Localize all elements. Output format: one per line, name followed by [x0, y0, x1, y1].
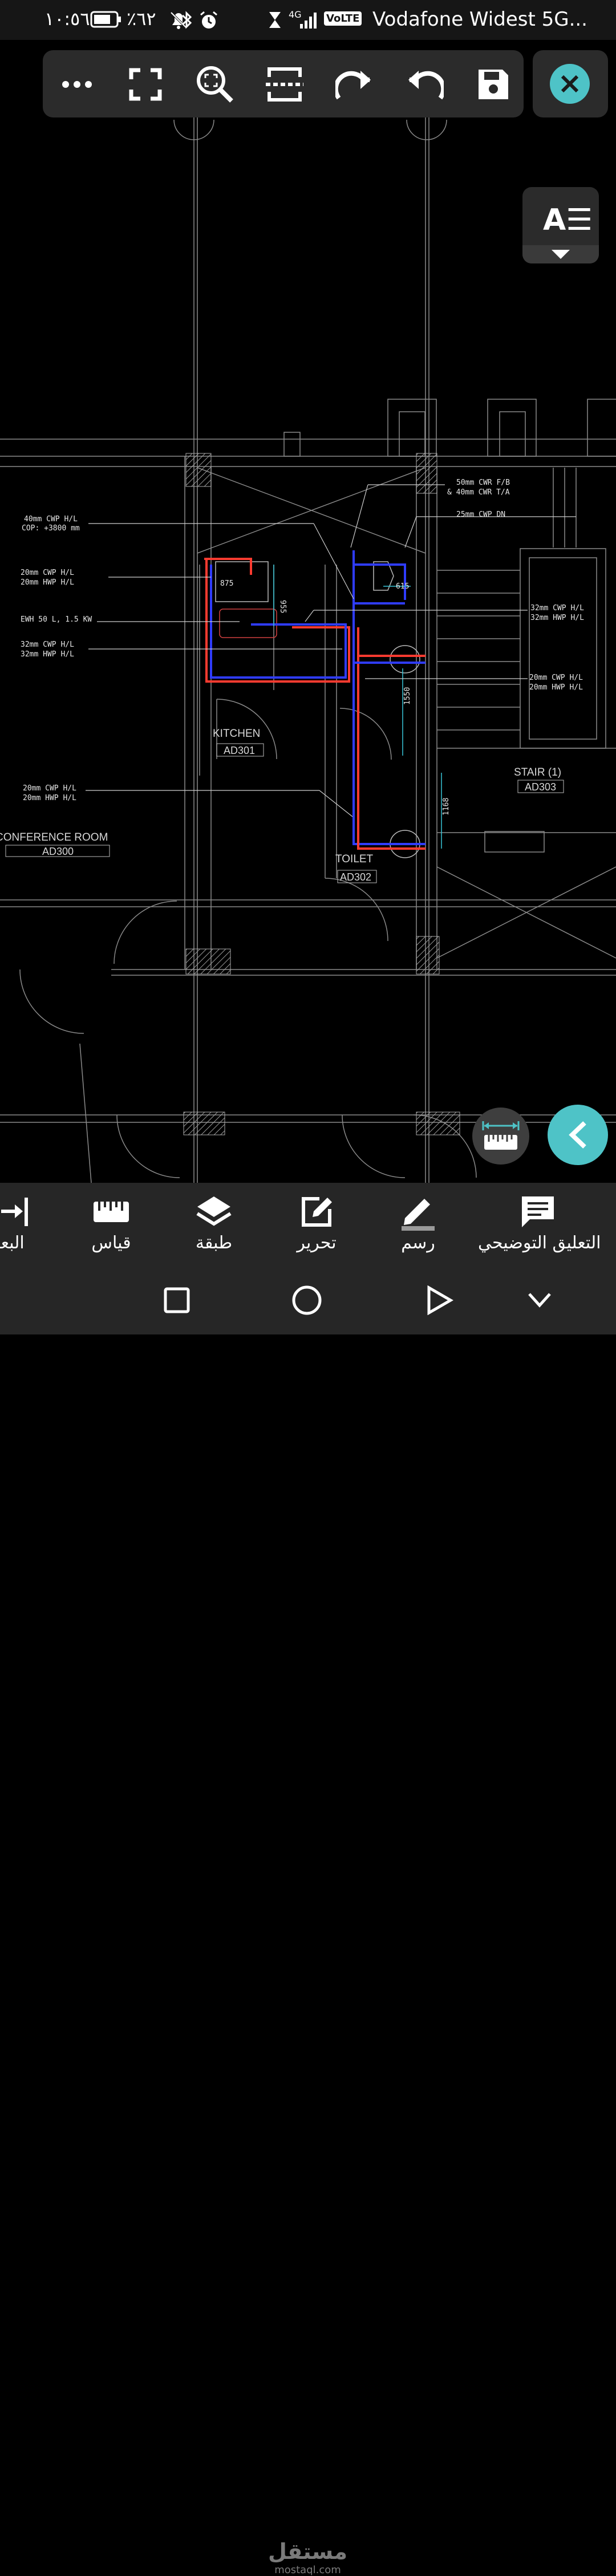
dimension-icon [1, 1198, 28, 1226]
annotation-text: 32mm HWP H/L [530, 614, 584, 622]
text-format-icon: A☰ [543, 203, 593, 237]
top-toolbar [43, 50, 524, 117]
tool-label: تحرير [297, 1233, 337, 1253]
annotation-text: 32mm HWP H/L [21, 650, 74, 659]
status-bar: ١٠:٥٦ ٪٦٢ 4G VoLTE Vodafone Widest 5G... [0, 0, 616, 40]
pipes [204, 550, 425, 850]
circle-icon [292, 1285, 322, 1315]
collapse-fab[interactable] [548, 1105, 608, 1165]
annotation-text: 40mm CWP H/L [24, 515, 78, 524]
undo-icon[interactable] [401, 62, 447, 107]
annotations: 50mm CWR F/B & 40mm CWR T/A 25mm CWP DN … [21, 478, 584, 816]
room-code: AD300 [42, 846, 74, 857]
signal-icon [299, 10, 319, 32]
room-code: AD302 [340, 871, 371, 883]
fixtures [215, 561, 420, 858]
annotation-text: 50mm CWR F/B [456, 478, 510, 487]
tool-label: التعليق التوضيحي [478, 1233, 601, 1253]
annotation-text: 20mm CWP H/L [23, 784, 76, 793]
tool-layer[interactable]: طبقة [177, 1194, 251, 1263]
close-panel [533, 50, 608, 117]
volte-badge: VoLTE [324, 11, 362, 26]
annotation-text: 20mm CWP H/L [529, 674, 583, 682]
tool-dimension[interactable]: البعد [0, 1194, 38, 1263]
system-nav-bar: مستقل mostaql.com [0, 1266, 616, 2576]
tool-draw[interactable]: رسم [381, 1194, 455, 1263]
room-code: AD303 [525, 781, 556, 793]
annotation-text: COP: +3800 mm [22, 524, 80, 533]
hourglass-icon [267, 10, 283, 32]
chevron-down-icon [528, 1293, 551, 1308]
edit-icon [302, 1197, 332, 1227]
mute-bell-icon [169, 10, 188, 32]
network-type: 4G [289, 9, 302, 20]
carrier-name: Vodafone Widest 5G... [372, 8, 587, 31]
status-time: ١٠:٥٦ [44, 8, 90, 30]
chevron-left-icon [569, 1121, 586, 1149]
hide-nav-button[interactable] [522, 1283, 557, 1317]
tool-edit[interactable]: تحرير [279, 1194, 354, 1263]
zoom-extents-icon[interactable] [192, 62, 238, 107]
battery-percent: ٪٦٢ [127, 8, 156, 30]
play-triangle-icon [427, 1285, 453, 1315]
room-labels: KITCHEN AD301 TOILET AD302 STAIR (1) AD3… [0, 728, 564, 883]
dimension-text: 1550 [403, 687, 412, 705]
section-icon[interactable] [262, 62, 307, 107]
tool-comment[interactable]: التعليق التوضيحي [478, 1194, 601, 1263]
annotation-text: 20mm HWP H/L [23, 794, 76, 802]
chevron-down-icon[interactable] [522, 245, 599, 263]
tool-label: طبقة [195, 1233, 233, 1253]
back-button[interactable] [422, 1283, 456, 1317]
annotation-text: & 40mm CWR T/A [447, 488, 510, 497]
watermark-latin: mostaql.com [274, 2564, 341, 2576]
more-icon[interactable] [54, 62, 100, 107]
room-name: STAIR (1) [514, 766, 561, 778]
tool-label: رسم [401, 1233, 435, 1253]
redo-icon[interactable] [333, 62, 378, 107]
layers-icon [196, 1196, 232, 1226]
comment-icon [522, 1196, 554, 1227]
room-name: CONFERENCE ROOM [0, 831, 108, 843]
leader-lines [86, 484, 576, 817]
annotation-text: 20mm HWP H/L [529, 683, 583, 692]
annotation-text: 32mm CWP H/L [21, 640, 74, 649]
text-display-toggle[interactable]: A☰ [522, 187, 599, 263]
annotation-text: EWH 50 L, 1.5 KW [21, 615, 92, 624]
room-code: AD301 [224, 745, 255, 756]
dimension-text: 875 [220, 579, 233, 588]
pencil-icon [402, 1199, 435, 1231]
annotation-text: 20mm CWP H/L [21, 569, 74, 577]
dimension-text: 615 [396, 582, 409, 591]
battery-icon [90, 10, 122, 31]
recents-button[interactable] [160, 1283, 194, 1317]
room-name: KITCHEN [213, 728, 260, 740]
structure-lines [0, 114, 616, 1183]
dimension-text: 1168 [442, 798, 451, 816]
annotation-text: 32mm CWP H/L [530, 604, 584, 612]
save-icon[interactable] [471, 62, 516, 107]
ruler-dimension-icon [482, 1121, 520, 1150]
hatched-columns [183, 453, 460, 1135]
room-name: TOILET [335, 853, 374, 865]
annotation-text: 25mm CWP DN [456, 510, 505, 519]
annotation-text: 20mm HWP H/L [21, 578, 74, 587]
dimension-lines [273, 565, 442, 849]
tool-label: قياس [91, 1233, 131, 1253]
bottom-toolbar: البعد قياس طبقة تحرير رسم التعليق التوضي… [0, 1183, 616, 1266]
fullscreen-icon[interactable] [123, 62, 168, 107]
home-button[interactable] [290, 1283, 324, 1317]
square-icon [164, 1287, 190, 1313]
tool-measure[interactable]: قياس [74, 1194, 148, 1263]
alarm-icon [198, 10, 219, 33]
watermark-arabic: مستقل [268, 2539, 347, 2564]
ruler-icon [94, 1202, 129, 1222]
watermark: مستقل mostaql.com [268, 2539, 347, 2576]
dimension-text: 955 [278, 600, 287, 613]
tool-label: البعد [0, 1233, 25, 1253]
measure-fab[interactable] [472, 1108, 529, 1165]
close-icon[interactable] [550, 64, 590, 104]
bluetooth-icon [177, 10, 196, 32]
